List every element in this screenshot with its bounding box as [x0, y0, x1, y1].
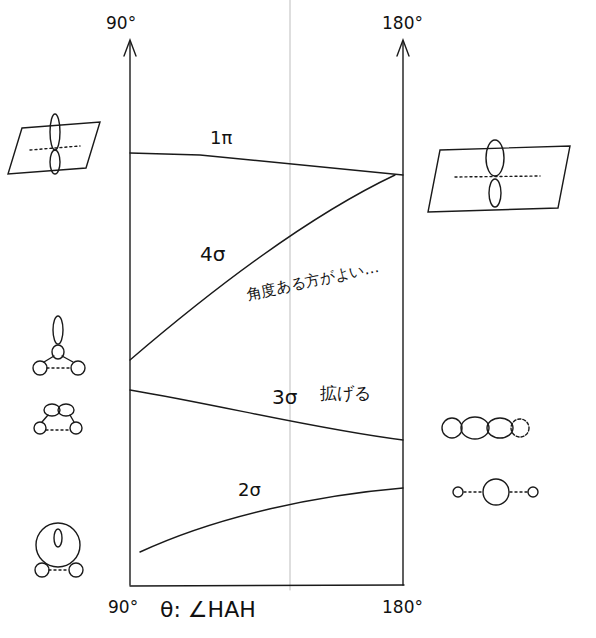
orbital-label: 1π: [210, 128, 232, 148]
orbital-label: 4σ: [200, 243, 225, 265]
note: 拡げる: [320, 384, 371, 403]
orbital-label: 2σ: [238, 480, 261, 500]
axis-label: 180°: [382, 14, 423, 33]
axis-label: 90°: [106, 14, 136, 33]
axis-label: 90°: [108, 598, 138, 617]
orbital-label: 3σ: [272, 386, 297, 408]
note: 角度ある方がよい…: [245, 259, 380, 303]
axis-title: θ: ∠HAH: [160, 598, 256, 622]
axis-label: 180°: [382, 598, 423, 617]
